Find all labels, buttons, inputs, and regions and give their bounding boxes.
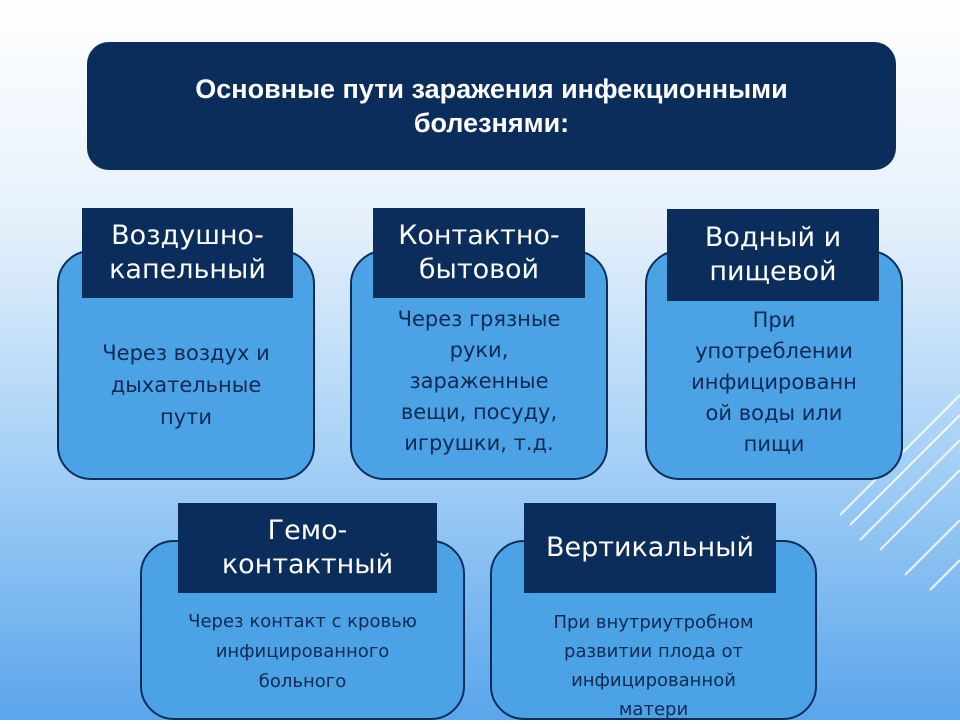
route-description-vertical: При внутриутробном развитии плода от инф… <box>553 612 754 720</box>
page-title: Основные пути заражения инфекционными бо… <box>87 42 896 170</box>
route-label-vertical: Вертикальный <box>524 503 776 593</box>
route-label-water-food: Водный и пищевой <box>667 209 879 301</box>
route-description-water-food: При употреблении инфицированн ой воды ил… <box>691 308 857 456</box>
route-label-contact: Контактно- бытовой <box>373 208 585 298</box>
route-description-contact: Через грязные руки, зараженные вещи, пос… <box>397 307 561 455</box>
route-description-airborne: Через воздух и дыхательные пути <box>102 341 270 429</box>
route-label-blood-contact: Гемо- контактный <box>178 503 437 593</box>
route-label-airborne: Воздушно- капельный <box>82 208 293 298</box>
route-description-blood-contact: Через контакт с кровью инфицированного б… <box>188 611 417 692</box>
